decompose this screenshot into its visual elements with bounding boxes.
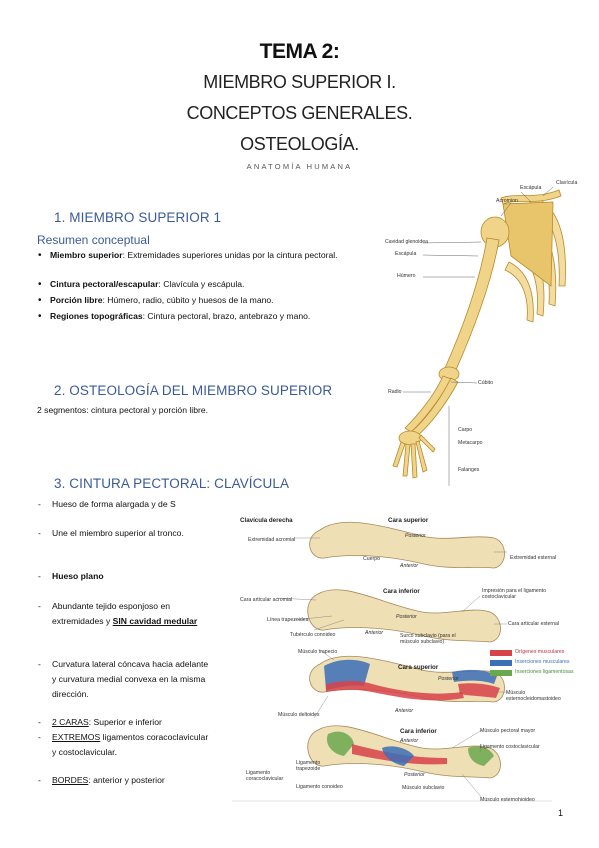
- label-surco-subclavio: Surco subclavio (para el músculo subclav…: [400, 633, 456, 645]
- section-2-heading: 2. OSTEOLOGÍA DEL MIEMBRO SUPERIOR: [54, 383, 333, 398]
- label-escapula-2: Escápula: [395, 251, 417, 257]
- label-metacarpo: Metacarpo: [458, 440, 483, 446]
- dash-item: -Abundante tejido esponjoso en extremida…: [38, 601, 198, 626]
- legend-inserciones-musculares: Inserciones musculares: [515, 659, 570, 665]
- section-2-text: 2 segmentos: cintura pectoral y porción …: [37, 405, 209, 415]
- label-ligamento-trapezoide: Ligamento trapezoide: [296, 760, 321, 772]
- label-cara-articular-acromial: Cara articular acromial: [240, 597, 293, 603]
- label-cara-superior: Cara superior: [388, 517, 429, 524]
- label-cuerpo: Cuerpo: [363, 556, 381, 562]
- label-cara-inferior: Cara inferior: [383, 588, 420, 595]
- label-posterior: Posterior: [405, 533, 426, 539]
- label-posterior-3: Posterior: [438, 676, 459, 682]
- label-musculo-deltoides: Músculo deltoides: [278, 712, 320, 718]
- bullet-item: •Miembro superior: Extremidades superior…: [38, 250, 338, 261]
- subtitle-line-2: CONCEPTOS GENERALES.: [186, 103, 413, 123]
- dash-item: -BORDES: anterior y posterior: [38, 775, 165, 785]
- label-musculo-esternocleidomastoideo: Músculo esternocleidomastoideo: [506, 690, 561, 702]
- tagline: ANATOMÍA HUMANA: [246, 162, 353, 171]
- dash-item: -Hueso plano: [38, 571, 104, 581]
- label-cara-superior-2: Cara superior: [398, 664, 439, 671]
- dash-item: -2 CARAS: Superior e inferior: [38, 717, 162, 727]
- section-1-subheading: Resumen conceptual: [37, 233, 150, 247]
- dash-item: -Une el miembro superior al tronco.: [38, 528, 184, 538]
- label-radio: Radio: [388, 389, 402, 395]
- label-musculo-trapecio: Músculo trapecio: [298, 649, 338, 655]
- bullet-item: •Porción libre: Húmero, radio, cúbito y …: [38, 295, 274, 306]
- page-number: 1: [558, 808, 564, 818]
- label-posterior-4: Posterior: [404, 772, 425, 778]
- section-1-heading: 1. MIEMBRO SUPERIOR 1: [54, 210, 222, 225]
- label-musculo-pectoral-mayor: Músculo pectoral mayor: [480, 728, 536, 734]
- arm-skeleton-figure: [392, 186, 566, 486]
- section-3-heading: 3. CINTURA PECTORAL: CLAVÍCULA: [54, 476, 290, 491]
- label-impresion-ligamento: Impresión para el ligamento costoclavicu…: [482, 588, 547, 600]
- label-cubito: Cúbito: [478, 380, 493, 386]
- clavicle-figure-title: Clavícula derecha: [240, 517, 293, 524]
- label-anterior: Anterior: [400, 563, 419, 569]
- legend-origenes: Orígenes musculares: [515, 649, 565, 655]
- bullet-item: •Regiones topográficas: Cintura pectoral…: [38, 311, 311, 322]
- label-humero: Húmero: [397, 273, 416, 279]
- label-cavidad-glenoidea: Cavidad glenoidea: [385, 239, 428, 245]
- label-linea-trapezoidea: Línea trapezoidea: [267, 617, 309, 623]
- label-anterior-3: Anterior: [395, 708, 414, 714]
- label-acromion: Acromion: [496, 198, 518, 204]
- label-posterior-2: Posterior: [396, 614, 417, 620]
- subtitle-line-3: OSTEOLOGÍA.: [240, 134, 359, 154]
- dash-item: -Hueso de forma alargada y de S: [38, 499, 176, 509]
- label-anterior-2: Anterior: [365, 630, 384, 636]
- bullet-item: •Cintura pectoral/escapular: Clavícula y…: [38, 279, 245, 290]
- label-ligamento-costoclavicular: Ligamento costoclavicular: [480, 744, 540, 750]
- label-cara-articular-esternal: Cara articular esternal: [508, 621, 560, 627]
- legend-inserciones-ligamentosas: Inserciones ligamentosas: [515, 669, 574, 675]
- subtitle-line-1: MIEMBRO SUPERIOR I.: [203, 72, 396, 92]
- page-title: TEMA 2:: [259, 40, 340, 63]
- label-tuberculo-conoideo: Tubérculo conoideo: [290, 632, 336, 638]
- label-extremidad-esternal: Extremidad esternal: [510, 555, 557, 561]
- label-carpo: Carpo: [458, 427, 473, 433]
- label-extremidad-acromial: Extremidad acromial: [248, 537, 296, 543]
- label-falanges: Falanges: [458, 467, 480, 473]
- clavicle-figure: [232, 521, 552, 802]
- label-escapula: Escápula: [520, 185, 542, 191]
- label-ligamento-conoideo: Ligamento conoideo: [296, 784, 343, 790]
- dash-item: -Curvatura lateral cóncava hacia adelant…: [38, 659, 209, 699]
- label-musculo-subclavio: Músculo subclavio: [402, 785, 445, 791]
- label-musculo-esternohioideo: Músculo esternohioideo: [480, 797, 535, 803]
- label-cara-inferior-2: Cara inferior: [400, 728, 437, 735]
- dash-item: -EXTREMOS ligamentos coracoclavicular y …: [38, 732, 209, 757]
- label-ligamento-coracoclavicular: Ligamento coracoclavicular: [246, 770, 284, 782]
- label-anterior-4: Anterior: [400, 738, 419, 744]
- label-clavicula: Clavícula: [556, 180, 578, 186]
